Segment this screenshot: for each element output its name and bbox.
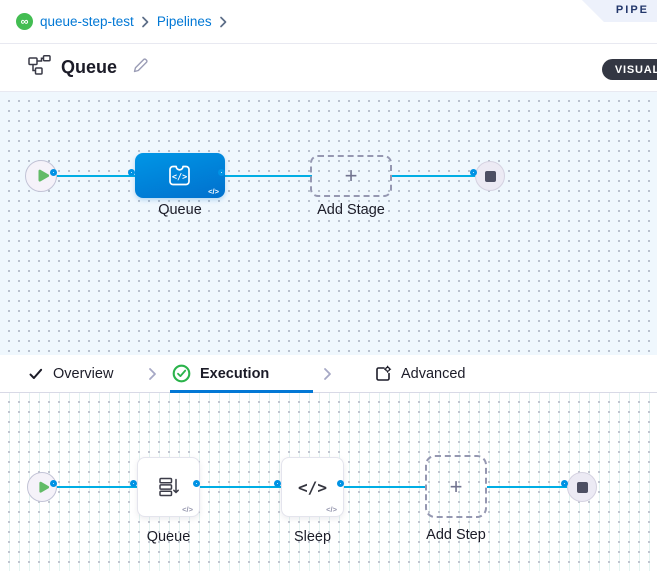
connector-port[interactable] [218,169,225,176]
flow-line [57,485,138,488]
chevron-right-icon [322,355,333,392]
tab-overview-label: Overview [53,365,114,382]
execution-end-node [567,472,597,502]
connector-port[interactable] [50,169,57,176]
execution-canvas[interactable]: </> Queue </> </> Sleep + Add Step [0,393,657,571]
breadcrumb: ∞ queue-step-test Pipelines [0,0,657,44]
check-circle-green-icon [172,364,191,383]
step-label: Queue [146,529,191,545]
connector-port[interactable] [50,480,57,487]
step-type-badge: </> [326,505,337,514]
add-stage-button[interactable]: + [310,155,392,197]
step-type-badge: </> [182,505,193,514]
stage-config-tabs: Overview Execution Advanced [0,355,657,393]
flow-line [225,174,312,177]
tab-execution-label: Execution [200,365,270,382]
step-node-queue[interactable]: </> [137,457,200,517]
step-type-badge: </> [208,187,219,196]
stop-icon [576,481,588,493]
plus-icon: + [344,163,358,188]
pipeline-icon [28,55,51,80]
connector-port[interactable] [274,480,281,487]
play-icon [37,169,49,183]
connector-port[interactable] [128,169,135,176]
flow-line [200,485,282,488]
chevron-right-icon [141,16,150,28]
tab-execution[interactable]: Execution [172,355,269,392]
breadcrumb-project-link[interactable]: queue-step-test [40,14,134,29]
pipeline-studio-ribbon: PIPE [581,0,657,22]
code-icon: </> [298,477,327,497]
flow-line [487,485,568,488]
play-icon [38,481,49,494]
flow-line [392,174,478,177]
tab-advanced[interactable]: Advanced [374,355,466,392]
tab-overview[interactable]: Overview [28,355,113,392]
execution-start-node [27,472,57,502]
stage-canvas[interactable]: </> </> Queue + Add Stage [0,92,657,355]
visual-yaml-toggle[interactable]: VISUAL [601,59,657,80]
connector-port[interactable] [561,480,568,487]
advanced-gear-icon [374,365,392,383]
add-step-button[interactable]: + [425,455,487,518]
add-stage-label: Add Stage [317,202,385,218]
tab-advanced-label: Advanced [401,365,466,382]
queue-list-icon [157,475,181,499]
connector-port[interactable] [337,480,344,487]
pipeline-end-node [475,161,505,191]
stage-label: Queue [158,202,202,218]
stop-icon [484,170,496,182]
connector-port[interactable] [130,480,137,487]
flow-line [57,174,137,177]
step-label: Sleep [293,529,332,545]
stage-node-queue[interactable]: </> </> [135,153,225,198]
page-title: Queue [61,57,118,77]
connector-port[interactable] [470,169,477,176]
add-step-label: Add Step [426,527,486,543]
edit-pencil-icon[interactable] [131,56,150,80]
breadcrumb-pipelines-link[interactable]: Pipelines [156,14,212,29]
chevron-right-icon [219,16,228,28]
chevron-right-icon [147,355,158,392]
step-node-sleep[interactable]: </> </> [281,457,344,517]
svg-text:</>: </> [172,173,187,183]
connector-port[interactable] [193,480,200,487]
flow-line [344,485,426,488]
pipeline-title-bar: Queue [0,44,657,92]
active-tab-underline [170,390,313,393]
check-icon [28,366,44,382]
custom-stage-icon: </> [163,160,197,191]
pipeline-start-node [25,160,57,192]
harness-logo-icon[interactable]: ∞ [16,13,33,30]
plus-icon: + [449,473,463,499]
